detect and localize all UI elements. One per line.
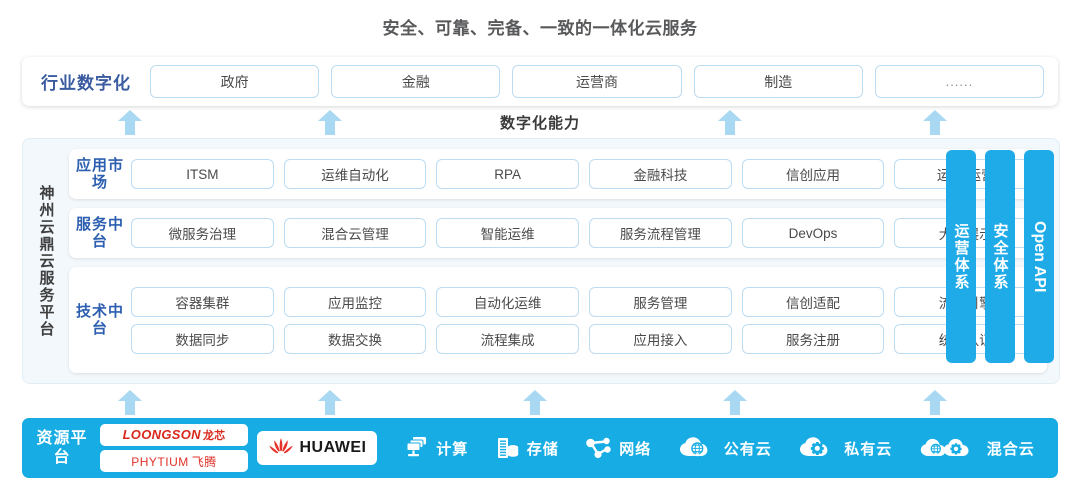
resource-item-compute[interactable]: 计算 — [404, 435, 468, 461]
section-row: ITSM 运维自动化 RPA 金融科技 信创应用 运维/运营 — [131, 159, 1038, 189]
up-arrow-icon — [118, 110, 142, 135]
section-row: 微服务治理 混合云管理 智能运维 服务流程管理 DevOps 大屏展示 — [131, 218, 1038, 248]
cell-automated-ops[interactable]: 自动化运维 — [436, 286, 580, 317]
up-arrow-icon — [523, 390, 547, 415]
resource-item-public-cloud[interactable]: 公有云 — [678, 435, 772, 461]
cell-itsm[interactable]: ITSM — [131, 159, 274, 189]
vertical-pillars: 运营体系 安全体系 Open API — [946, 150, 1054, 363]
section-row: 容器集群 应用监控 自动化运维 服务管理 信创适配 流程引擎 — [131, 286, 1038, 317]
pillar-label: Open API — [1031, 220, 1048, 293]
compute-icon — [406, 437, 427, 457]
resource-item-hybrid-cloud[interactable]: 混合云 — [919, 435, 1035, 461]
up-arrow-icon — [318, 390, 342, 415]
cell-container-cluster[interactable]: 容器集群 — [131, 286, 274, 317]
loongson-cn-text: 龙芯 — [202, 430, 226, 442]
cell-microservice-governance[interactable]: 微服务治理 — [131, 218, 274, 248]
up-arrow-icon — [318, 110, 342, 135]
hybrid-cloud-icon — [920, 438, 969, 456]
cell-xinchuang-adaptation[interactable]: 信创适配 — [741, 286, 885, 317]
up-arrow-icon — [118, 390, 142, 415]
network-icon — [586, 437, 611, 459]
industry-items: 政府 金融 运营商 制造 ...... — [150, 65, 1058, 98]
vendor-logo-huawei: HUAWEI — [257, 431, 377, 465]
industry-item-more[interactable]: ...... — [874, 65, 1045, 98]
resource-item-label: 计算 — [436, 440, 469, 458]
cell-process-integration[interactable]: 流程集成 — [436, 323, 580, 354]
private-cloud-icon — [800, 437, 828, 456]
industry-item-manufacturing[interactable]: 制造 — [693, 65, 863, 98]
cloud-service-platform: 神州云鼎云服务平台 应用市场 ITSM 运维自动化 RPA 金融科技 信创应用 … — [22, 138, 1060, 384]
industry-band-label: 行业数字化 — [41, 74, 131, 93]
resource-items: 计算 — [377, 435, 1058, 461]
cell-intelligent-ops[interactable]: 智能运维 — [436, 218, 580, 248]
resource-platform-label: 资源平台 — [36, 429, 88, 466]
cell-service-mgmt[interactable]: 服务管理 — [589, 286, 732, 317]
pillar-operations-system[interactable]: 运营体系 — [946, 150, 976, 363]
section-label-app-market: 应用市场 — [75, 156, 124, 191]
pillar-label: 运营体系 — [952, 222, 970, 291]
section-tech-platform: 技术中台 容器集群 应用监控 自动化运维 服务管理 信创适配 流程引擎 数据同步… — [69, 267, 1047, 373]
up-arrow-icon — [723, 390, 747, 415]
section-service-platform: 服务中台 微服务治理 混合云管理 智能运维 服务流程管理 DevOps 大屏展示 — [69, 208, 1047, 258]
section-rows: 容器集群 应用监控 自动化运维 服务管理 信创适配 流程引擎 数据同步 数据交换… — [131, 286, 1038, 354]
cell-xinchuang-app[interactable]: 信创应用 — [741, 159, 885, 189]
cell-service-registry[interactable]: 服务注册 — [741, 323, 885, 354]
cell-fintech[interactable]: 金融科技 — [589, 159, 732, 189]
section-row: 数据同步 数据交换 流程集成 应用接入 服务注册 统一认证 — [131, 323, 1038, 354]
huawei-flower-icon — [268, 438, 293, 454]
cell-app-access[interactable]: 应用接入 — [589, 323, 732, 354]
pillar-label: 安全体系 — [991, 222, 1009, 291]
cell-data-sync[interactable]: 数据同步 — [131, 323, 274, 354]
resource-item-label: 网络 — [619, 440, 652, 458]
cell-ops-automation[interactable]: 运维自动化 — [283, 159, 427, 189]
page-title: 安全、可靠、完备、一致的一体化云服务 — [382, 19, 698, 38]
cell-service-process-mgmt[interactable]: 服务流程管理 — [589, 218, 732, 248]
section-rows: 微服务治理 混合云管理 智能运维 服务流程管理 DevOps 大屏展示 — [131, 218, 1038, 248]
resource-item-label: 存储 — [526, 440, 559, 458]
platform-label-text: 神州云鼎云服务平台 — [37, 184, 55, 338]
industry-digitalization-band: 行业数字化 政府 金融 运营商 制造 ...... — [22, 57, 1058, 106]
cell-devops[interactable]: DevOps — [741, 218, 885, 248]
resource-item-label: 公有云 — [723, 440, 772, 458]
up-arrow-icon — [923, 390, 947, 415]
resource-item-label: 私有云 — [844, 440, 893, 458]
public-cloud-icon — [679, 437, 708, 457]
cell-app-monitoring[interactable]: 应用监控 — [283, 286, 427, 317]
cell-hybrid-cloud-mgmt[interactable]: 混合云管理 — [283, 218, 427, 248]
platform-body: 应用市场 ITSM 运维自动化 RPA 金融科技 信创应用 运维/运营 服务中台 — [69, 139, 1059, 383]
resource-item-storage[interactable]: 存储 — [495, 435, 559, 461]
section-rows: ITSM 运维自动化 RPA 金融科技 信创应用 运维/运营 — [131, 159, 1038, 189]
resource-item-label: 混合云 — [986, 440, 1035, 458]
up-arrow-icon — [718, 110, 742, 135]
section-label-tech-platform: 技术中台 — [75, 302, 124, 337]
industry-item-operator[interactable]: 运营商 — [512, 65, 682, 98]
storage-icon — [497, 438, 518, 458]
phytium-cn-text: 飞腾 — [191, 454, 217, 469]
capability-label: 数字化能力 — [499, 115, 580, 132]
up-arrow-icon — [923, 110, 947, 135]
section-label-service-platform: 服务中台 — [75, 215, 124, 250]
industry-item-government[interactable]: 政府 — [150, 65, 320, 98]
huawei-logo-text: HUAWEI — [299, 439, 367, 456]
resource-item-private-cloud[interactable]: 私有云 — [798, 435, 892, 461]
platform-vertical-label: 神州云鼎云服务平台 — [23, 139, 69, 383]
pillar-open-api[interactable]: Open API — [1024, 150, 1054, 363]
cell-data-exchange[interactable]: 数据交换 — [283, 323, 427, 354]
industry-item-finance[interactable]: 金融 — [331, 65, 501, 98]
section-app-market: 应用市场 ITSM 运维自动化 RPA 金融科技 信创应用 运维/运营 — [69, 149, 1047, 199]
pillar-security-system[interactable]: 安全体系 — [985, 150, 1015, 363]
resource-item-network[interactable]: 网络 — [585, 435, 651, 461]
cell-rpa[interactable]: RPA — [436, 159, 580, 189]
